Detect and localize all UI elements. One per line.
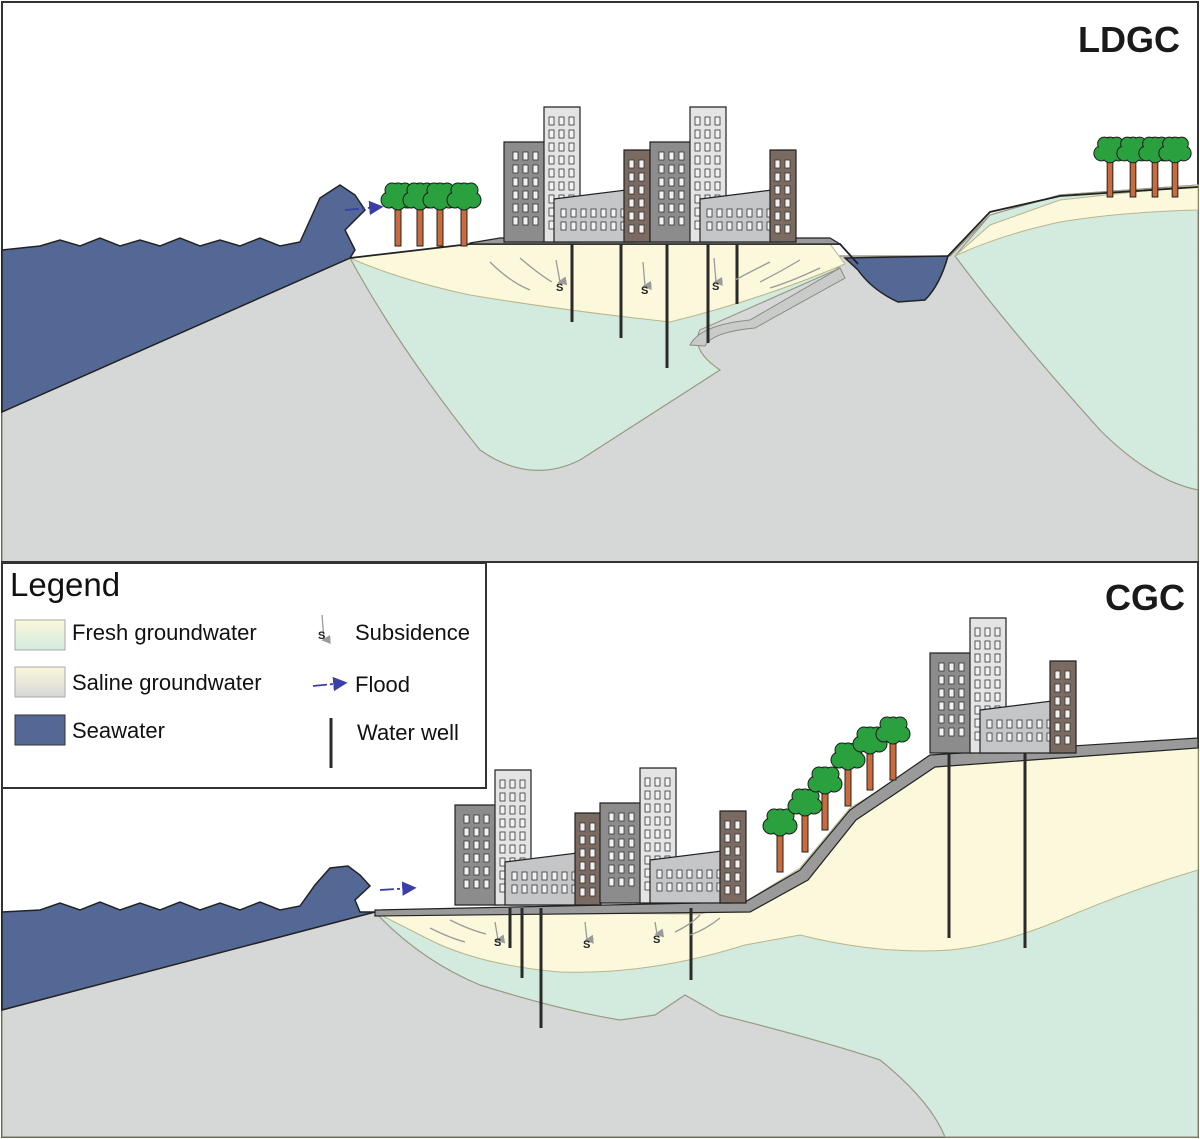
building-dark [454, 804, 500, 906]
building-mid [699, 188, 781, 243]
tree [830, 742, 866, 807]
subsidence-label-6: S [653, 934, 660, 946]
building-dark [503, 141, 549, 243]
tree [787, 788, 823, 853]
city-buildings-ldgc [503, 106, 797, 243]
building-brown [769, 149, 797, 243]
building-mid [504, 851, 586, 906]
trees-cgc [762, 716, 911, 873]
building-mid [553, 188, 635, 243]
tree [875, 716, 911, 781]
water-wells-cgc [508, 742, 1027, 1028]
building-brown [574, 812, 602, 906]
tree [1158, 136, 1192, 198]
building-brown [719, 810, 747, 904]
water-wells-ldgc [570, 244, 739, 368]
flood-arrow-cgc [379, 881, 417, 896]
building-dark [649, 141, 695, 243]
legend-label-saline: Saline groundwater [72, 670, 262, 695]
tree [446, 182, 482, 247]
seawater-body [1, 184, 366, 414]
legend-flood-icon [312, 676, 348, 692]
subsidence-markers-ldgc [489, 257, 821, 291]
legend-subsidence-icon: S [318, 614, 331, 645]
svg-text:S: S [318, 630, 325, 642]
legend-swatch-saline [14, 666, 66, 698]
fresh-groundwater-lens-city [348, 257, 841, 471]
tree [762, 808, 798, 873]
panel-title-cgc: CGC [1105, 577, 1185, 618]
building-mid [649, 849, 731, 904]
legend-label-fresh: Fresh groundwater [72, 620, 257, 645]
shallow-fresh-groundwater [348, 243, 846, 323]
saline-intrusion-channel [689, 267, 846, 347]
lagoon-seawater [843, 255, 949, 303]
legend-label-water-well: Water well [357, 720, 459, 745]
legend-label-subsidence: Subsidence [355, 620, 470, 645]
tree [852, 726, 888, 791]
legend-swatch-fresh [14, 619, 66, 651]
subsidence-label-3: S [712, 281, 719, 293]
building-dark [929, 652, 975, 754]
panel-ldgc: S S S LDGC [1, 1, 1199, 563]
building-dark [599, 802, 645, 904]
panel-title-ldgc: LDGC [1078, 19, 1180, 60]
city-buildings-cgc-upland [929, 617, 1077, 754]
building-brown [1049, 660, 1077, 754]
building-brown [623, 149, 651, 243]
flood-arrow-ldgc [344, 200, 384, 216]
subsidence-label-4: S [494, 937, 501, 949]
fresh-groundwater-lens-right [954, 184, 1199, 491]
tree [1093, 136, 1127, 198]
urban-ground-strip-cgc [374, 737, 1199, 917]
legend-title: Legend [10, 566, 120, 603]
shallow-fresh-groundwater-right [954, 184, 1199, 257]
legend-label-seawater: Seawater [72, 718, 165, 743]
legend-swatch-seawater [14, 714, 66, 746]
subsidence-markers-cgc [429, 914, 721, 944]
subsidence-label-2: S [641, 285, 648, 297]
city-buildings-cgc [454, 767, 747, 906]
building-mid [979, 699, 1061, 754]
trees-ldgc [380, 136, 1192, 247]
legend-label-flood: Flood [355, 672, 410, 697]
tree [807, 766, 843, 831]
legend: Legend Fresh groundwater Saline groundwa… [1, 562, 487, 789]
subsidence-label-5: S [583, 939, 590, 951]
seawater-body-cgc [1, 865, 376, 1011]
subsidence-label-1: S [556, 282, 563, 294]
